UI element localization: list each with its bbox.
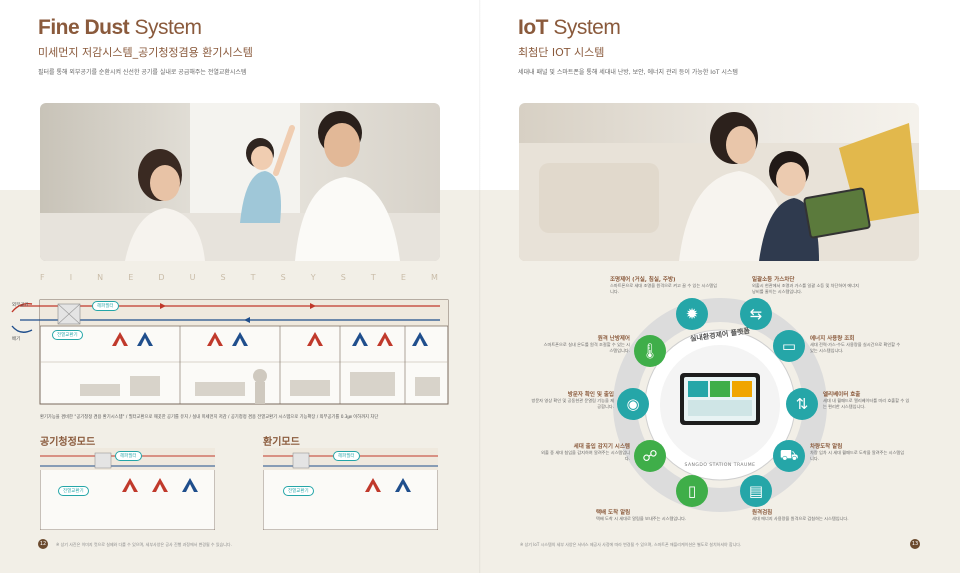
diagram-caption: 환기가능을 겸비한 "공기청정 겸용 환기시스템" / 필터교환으로 깨끗한 공… [40, 415, 379, 420]
outside-air-label: 외부공기 [12, 303, 29, 308]
signpost-icon: ⇆ [740, 298, 772, 330]
hepa-filter-badge-mode1: 헤파필터 [115, 451, 142, 461]
lighting-icon: ✹ [676, 298, 708, 330]
elevator-icon: ⇅ [786, 388, 818, 420]
feature-lighting: 조명제어 (거실, 침실, 주방)스마트폰으로 세대 조명을 원격으로 켜고 끌… [610, 277, 717, 294]
hepa-filter-badge-mode2: 헤파필터 [333, 451, 360, 461]
left-subtitle: 미세먼지 저감시스템_공기청정겸용 환기시스템 [38, 46, 253, 59]
thermometer-icon: 🌡 [634, 335, 666, 367]
ventilation-mode-title: 환기모드 [263, 437, 300, 448]
right-description: 세대내 패널 및 스마트폰을 통해 세대내 난방, 보안, 에너지 관리 등이 … [518, 69, 738, 76]
air-purify-mode-diagram: 헤파필터 전열교환기 [39, 447, 216, 531]
left-title: Fine Dust System [38, 16, 202, 39]
running-person-icon: ☍ [634, 440, 666, 472]
page-number-right: 13 [910, 539, 920, 549]
left-footer: ※ 상기 사진은 이미지 컷으로 실제와 다를 수 있으며, 세부사양은 공사 … [56, 542, 232, 547]
right-title: IoT System [518, 16, 621, 39]
ventilation-mode-diagram: 헤파필터 전열교환기 [262, 447, 439, 531]
page-number-left: 12 [38, 539, 48, 549]
right-subtitle: 최첨단 IOT 시스템 [518, 46, 605, 59]
family-photo-right [519, 103, 919, 261]
hepa-filter-badge: 헤파필터 [92, 301, 119, 311]
exhaust-label: 배기 [12, 337, 21, 342]
family-photo-left [40, 103, 440, 261]
iot-feature-wheel: 실내환경제어 플랫폼 SANGDO STATION TRAUME [560, 275, 880, 545]
center-bottom-label: SANGDO STATION TRAUME [684, 463, 756, 468]
battery-icon: ▭ [773, 330, 805, 362]
ventilation-diagram: 외부공기 배기 헤파필터 전열교환기 [10, 292, 450, 407]
heat-exchanger-badge-mode1: 전열교환기 [58, 486, 89, 496]
right-footer: ※ 상기 IoT 시스템의 세부 사양은 서비스 제공사 사정에 따라 변경될 … [520, 542, 742, 547]
heat-exchanger-badge-mode2: 전열교환기 [283, 486, 314, 496]
monitor-icon: ▤ [740, 475, 772, 507]
page-gutter [479, 0, 481, 573]
camera-icon: ◉ [617, 388, 649, 420]
left-description: 필터를 통해 외부공기를 순환시켜 신선한 공기를 실내로 공급해주는 전열교환… [38, 69, 247, 76]
heat-exchanger-badge: 전열교환기 [52, 330, 83, 340]
car-icon: ⛟ [773, 440, 805, 472]
air-purify-mode-title: 공기청정모드 [40, 437, 96, 448]
door-icon: ▯ [676, 475, 708, 507]
